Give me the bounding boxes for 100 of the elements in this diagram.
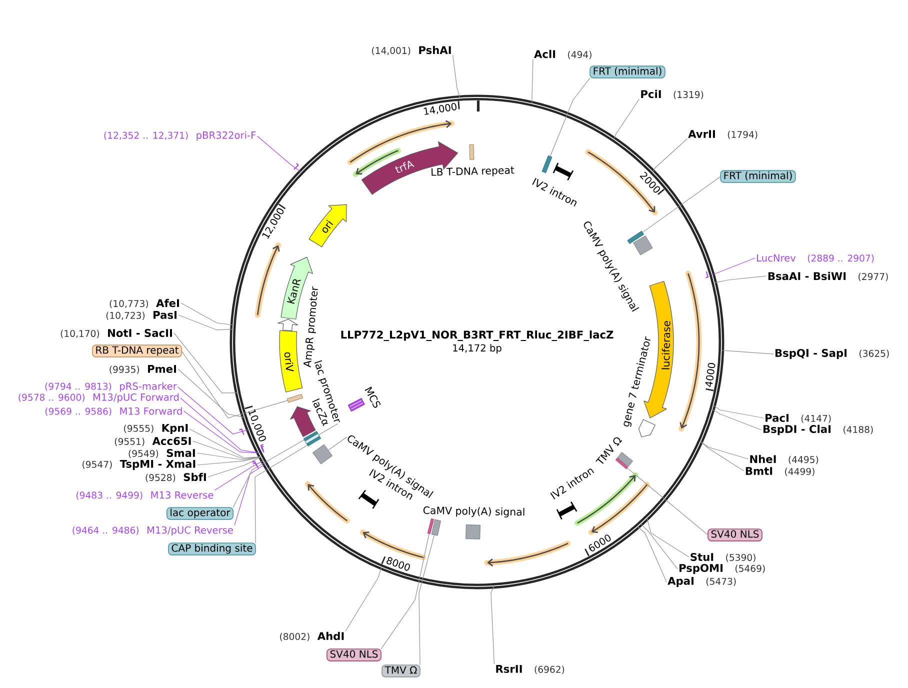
site-position: (8002) xyxy=(280,632,310,642)
primer-position: (9464 .. 9486) xyxy=(72,526,138,535)
enzyme-name: AclI xyxy=(534,50,556,58)
leader-line xyxy=(232,440,305,508)
leader-line xyxy=(550,78,590,157)
enzyme-name: PciI xyxy=(641,90,661,98)
enzyme-name: TspMI - XmaI xyxy=(120,460,196,470)
leader-line xyxy=(196,452,262,460)
feature-tag: CAP binding site xyxy=(168,542,256,556)
enzyme-name: KpnI xyxy=(162,424,188,434)
primer-name: pBR322ori-F xyxy=(196,131,256,141)
feature-bar xyxy=(286,394,303,403)
primer-name: M13 Forward xyxy=(120,407,182,415)
enzyme-name: PmeI xyxy=(148,365,176,373)
leader-line xyxy=(418,534,435,666)
primer-position: (2889 .. 2907) xyxy=(808,254,874,263)
leader-line xyxy=(490,586,494,664)
leader-line xyxy=(532,58,534,104)
leader-line xyxy=(254,444,308,544)
enzyme-name: SbfI xyxy=(184,472,206,482)
leader-line xyxy=(178,386,250,434)
feature-bar xyxy=(427,518,434,534)
primer-name: M13 Reverse xyxy=(151,491,214,499)
primer-position: (9483 .. 9499) xyxy=(76,492,142,500)
enzyme-name: BspDI - ClaI xyxy=(763,424,831,436)
leader-line xyxy=(192,440,262,460)
leader-line xyxy=(626,468,708,536)
feature-tag: SV40 NLS xyxy=(326,648,382,662)
enzyme-name: AvrII xyxy=(688,130,715,138)
site-position: (1319) xyxy=(674,90,704,100)
enzyme-name: Acc65I xyxy=(152,436,191,445)
feature-tag: TMV Ω xyxy=(382,664,420,678)
leader-line xyxy=(174,332,238,394)
scale-label: 14,000 xyxy=(424,103,456,115)
site-position: (3625) xyxy=(860,350,889,358)
site-position: (2977) xyxy=(858,272,888,282)
leader-line xyxy=(178,368,245,418)
feature-label: CaMV poly(A) signal xyxy=(423,506,524,518)
leader-line xyxy=(345,566,382,632)
leader-line xyxy=(180,398,260,454)
enzyme-name: PshAI xyxy=(419,46,451,54)
primer-position: (9578 .. 9600) xyxy=(18,394,84,402)
leader-line xyxy=(613,98,640,140)
feature-tag: FRT (minimal) xyxy=(720,170,796,183)
feature-label: MCS xyxy=(364,386,381,408)
feature-tag: FRT (minimal) xyxy=(590,66,666,78)
primer-name: pRS-marker xyxy=(120,382,177,392)
leader-line xyxy=(380,533,430,650)
enzyme-name: PacI xyxy=(766,414,788,422)
feature-bar xyxy=(306,436,322,446)
site-position: (10,773) xyxy=(110,300,148,308)
feature-bar xyxy=(627,230,644,244)
primer-position: (12,352 .. 12,371) xyxy=(104,132,188,140)
leader-line xyxy=(642,176,721,233)
leader-line xyxy=(721,350,774,354)
scale-label: 8000 xyxy=(386,557,410,571)
leader-line xyxy=(208,456,262,478)
leader-line xyxy=(181,350,288,418)
leader-line xyxy=(318,423,338,436)
site-position: (4499) xyxy=(785,468,814,476)
site-position: (6962) xyxy=(534,666,564,674)
leader-line xyxy=(637,526,667,582)
leader-line xyxy=(652,138,688,172)
leader-line xyxy=(712,258,756,275)
feature-bar xyxy=(542,155,552,174)
feature-block: ori xyxy=(308,204,347,248)
feature-tag: lac operator xyxy=(166,507,234,520)
enzyme-name: PspOMI xyxy=(679,564,723,574)
feature-bar xyxy=(303,431,318,442)
site-position: (1794) xyxy=(728,130,758,140)
enzyme-name: BsaAI - BsiWI xyxy=(768,272,846,280)
primer-name: M13/pUC Reverse xyxy=(147,526,233,536)
enzyme-name: PasI xyxy=(154,311,176,319)
enzyme-name: AhdI xyxy=(317,632,344,640)
feature-bar xyxy=(469,144,474,160)
leader-line xyxy=(196,456,262,466)
enzyme-name: SmaI xyxy=(166,448,195,457)
enzyme-name: BspQI - SapI xyxy=(775,348,847,360)
leader-line xyxy=(183,410,260,454)
site-position: (5473) xyxy=(706,578,736,586)
leader-line xyxy=(640,523,678,570)
site-position: (5469) xyxy=(736,564,765,574)
leader-line xyxy=(189,428,262,458)
enzyme-name: AfeI xyxy=(156,298,179,308)
site-position: (10,723) xyxy=(106,312,145,320)
primer-position: (9569 .. 9586) xyxy=(45,408,112,416)
feature-block: oriV xyxy=(279,330,303,392)
leader-line xyxy=(712,404,764,418)
site-position: (9935) xyxy=(110,366,140,374)
feature-tag: SV40 NLS xyxy=(708,528,762,542)
site-position: (4188) xyxy=(844,426,873,434)
leader-line xyxy=(452,54,460,98)
site-position: (9555) xyxy=(124,424,154,433)
leader-line xyxy=(178,314,234,330)
leader-line xyxy=(180,302,234,326)
leader-line xyxy=(646,518,690,558)
enzyme-name: StuI xyxy=(690,552,714,561)
site-position: (4147) xyxy=(801,414,831,423)
site-position: (9549) xyxy=(128,450,158,458)
scale-label: 4000 xyxy=(705,362,716,387)
